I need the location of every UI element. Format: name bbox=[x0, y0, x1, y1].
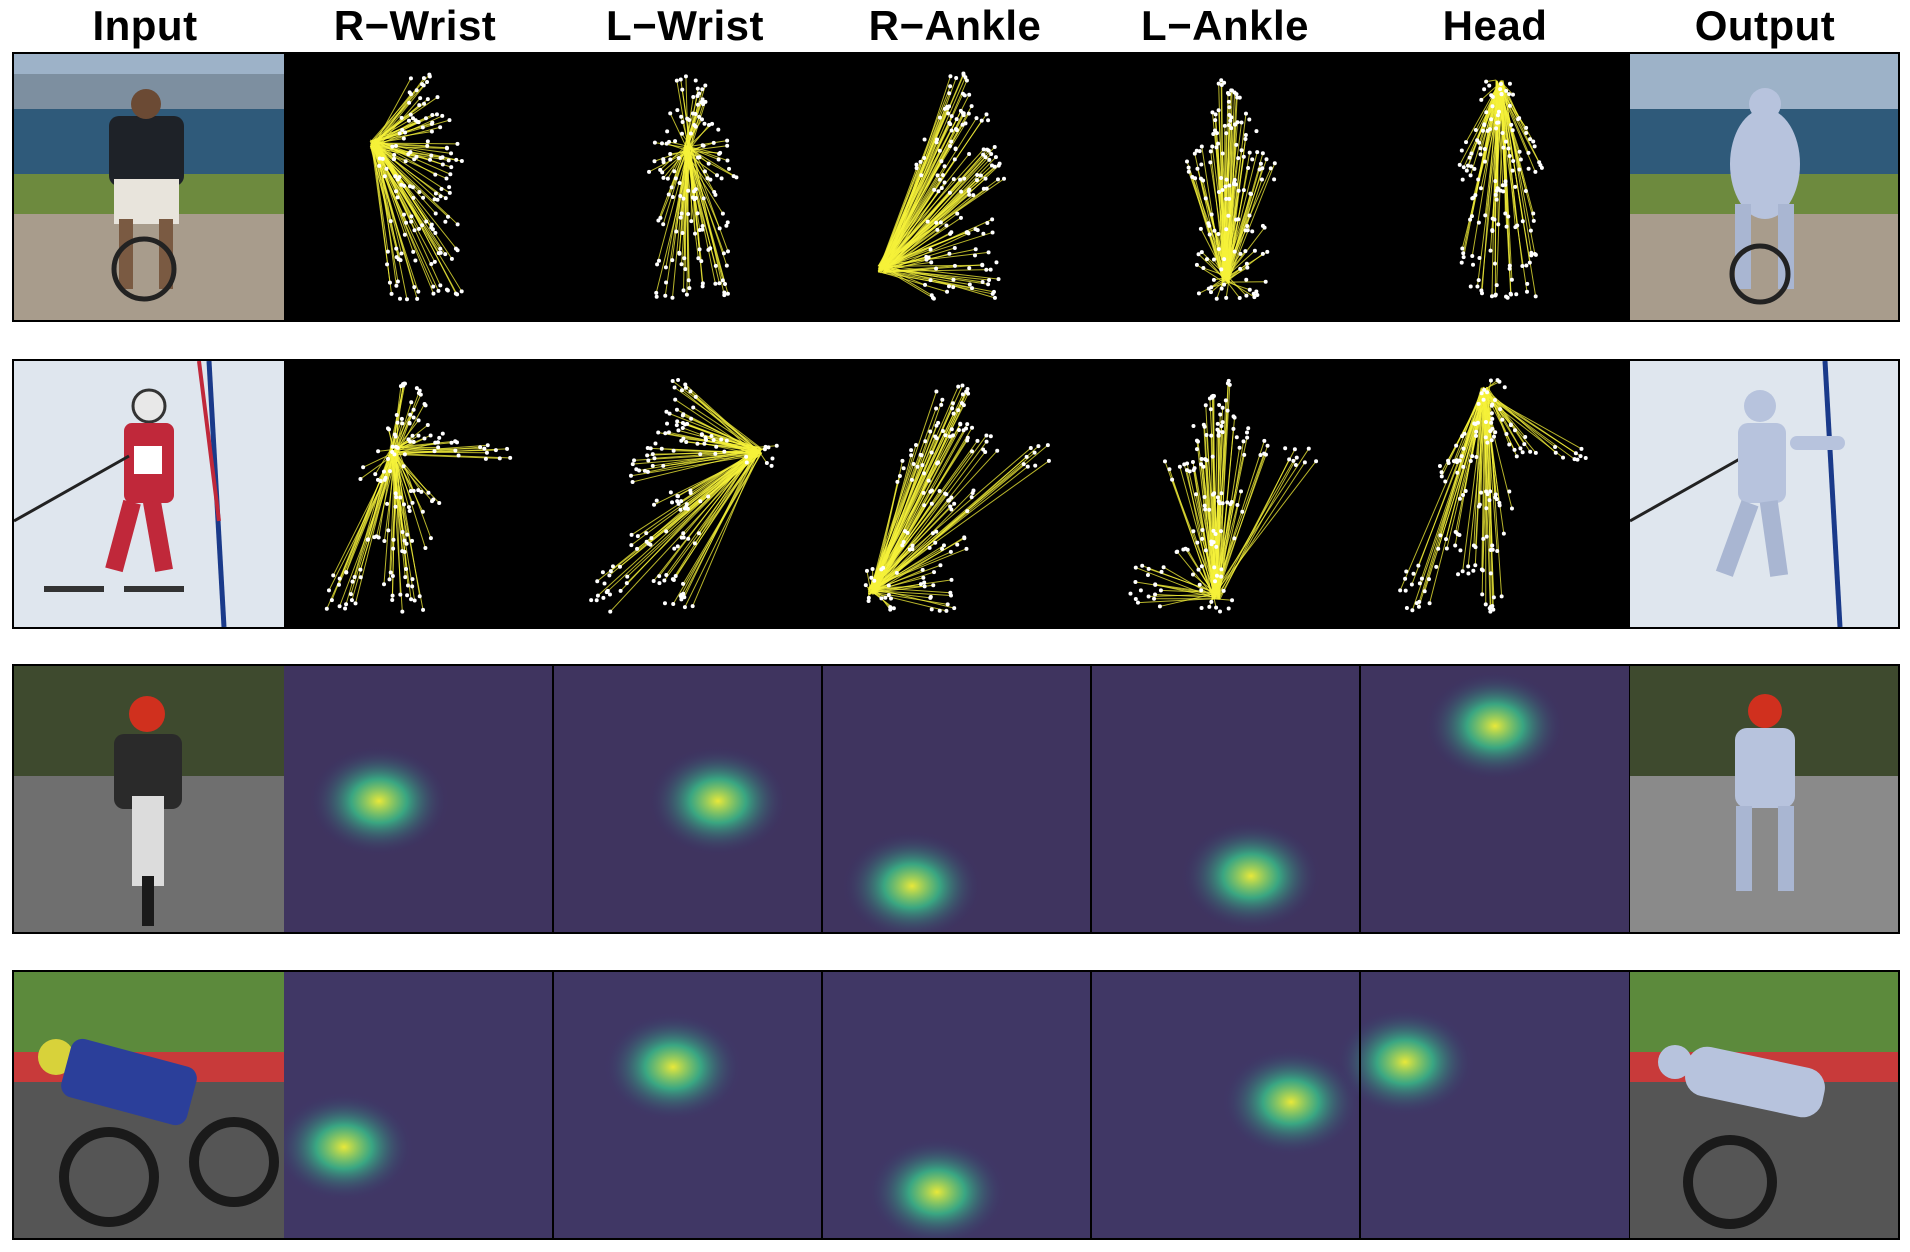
heatmap-cell bbox=[1335, 972, 1629, 1238]
column-label-r-wrist: R−Wrist bbox=[333, 2, 497, 49]
input-image-skier bbox=[14, 361, 284, 627]
output-mesh-skier bbox=[1630, 361, 1898, 627]
output-mesh-racer bbox=[1630, 972, 1898, 1238]
figure-row-motorcyclist-front bbox=[12, 664, 1900, 934]
skeleton-cell bbox=[369, 72, 464, 302]
attention-skeleton-panel bbox=[284, 54, 1630, 320]
heatmap-cell bbox=[552, 666, 822, 932]
skeleton-attention-canvas bbox=[324, 378, 1588, 614]
figure-row-skier bbox=[12, 359, 1900, 629]
column-label-l-ankle: L−Ankle bbox=[1140, 2, 1310, 49]
heatmap-cell bbox=[552, 972, 822, 1238]
column-label-l-wrist: L−Wrist bbox=[606, 2, 764, 49]
column-label-input: Input bbox=[92, 2, 198, 49]
skeleton-cell bbox=[1457, 79, 1544, 300]
figure-row-cyclist bbox=[12, 52, 1900, 322]
heatmap-cell bbox=[284, 972, 553, 1238]
column-label-head: Head bbox=[1442, 2, 1548, 49]
skeleton-cell bbox=[1398, 378, 1588, 614]
heatmap-cell bbox=[821, 972, 1091, 1238]
skeleton-cell bbox=[589, 378, 779, 614]
skeleton-cell bbox=[863, 383, 1051, 613]
column-header: Input R−Wrist L−Wrist R−Ankle L−Ankle He… bbox=[0, 0, 1910, 50]
heatmaps-panel bbox=[284, 666, 1630, 932]
skeleton-cell bbox=[647, 74, 739, 300]
heatmap-canvas bbox=[284, 666, 1629, 932]
skeleton-attention-canvas bbox=[369, 71, 1544, 302]
skeleton-cell bbox=[324, 381, 513, 614]
output-mesh-cyclist bbox=[1630, 54, 1898, 320]
heatmaps-panel bbox=[284, 972, 1630, 1238]
skeleton-cell bbox=[1184, 78, 1277, 301]
heatmap-canvas bbox=[284, 972, 1629, 1238]
heatmap-cell bbox=[284, 666, 553, 932]
heatmap-cell bbox=[821, 666, 1091, 932]
attention-skeleton-panel bbox=[284, 361, 1630, 627]
heatmap-cell bbox=[1090, 666, 1360, 932]
column-label-r-ankle: R−Ankle bbox=[868, 2, 1042, 49]
input-image-cyclist bbox=[14, 54, 284, 320]
skeleton-cell bbox=[1128, 378, 1319, 614]
heatmap-cell bbox=[1090, 972, 1361, 1238]
heatmap-cell bbox=[1359, 666, 1629, 932]
input-image-motorcyclist bbox=[14, 666, 284, 932]
output-mesh-motorcyclist bbox=[1630, 666, 1898, 932]
column-label-output: Output bbox=[1694, 2, 1836, 49]
figure-row-motorcyclist-lean bbox=[12, 970, 1900, 1240]
input-image-racer bbox=[14, 972, 284, 1238]
skeleton-cell bbox=[877, 71, 1007, 301]
